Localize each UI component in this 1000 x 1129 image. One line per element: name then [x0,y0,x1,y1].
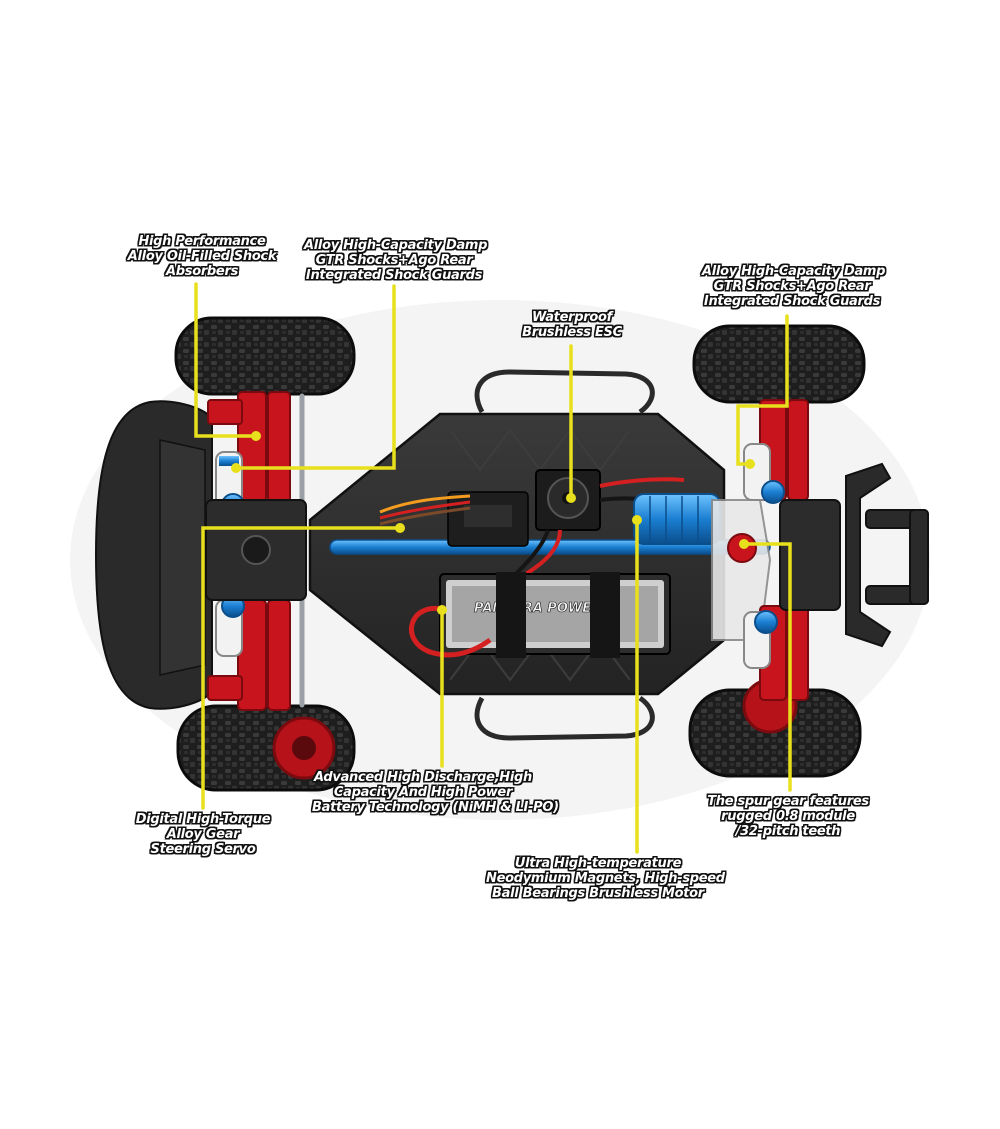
rear-bulkhead [779,499,841,611]
callout-line: Capacity And High Power [333,785,513,800]
callout-line: Ultra High-temperature [514,856,682,871]
body-post-top [474,369,655,415]
callout-motor: Ultra High-temperature Neodymium Magnets… [486,856,725,901]
callout-front-shocks: Alloy High-Capacity Damp GTR Shocks+Ago … [304,238,488,283]
callout-line: GTR Shocks+Ago Rear [713,279,871,294]
callout-shock-absorbers: High Performance Alloy Oil-Filled Shock … [122,234,282,279]
callout-servo: Digital High-Torque Alloy Gear Steering … [128,812,278,857]
callout-line: Integrated Shock Guards [703,294,881,309]
leader-lines [194,282,792,854]
leader-dots [231,431,755,615]
callout-battery: Advanced High Discharge,High Capacity An… [312,770,559,815]
leader-shock-absorbers [194,282,258,438]
callout-line: Absorbers [165,264,239,279]
callout-line: Brushless ESC [522,325,622,340]
front-left-tire [174,316,356,396]
front-suspension-red [207,391,291,711]
callout-line: Steering Servo [150,842,256,857]
callout-line: Ball Bearings Brushless Motor [492,886,704,901]
front-shock-bottom [215,594,245,657]
leader-rear-shocks [736,314,789,466]
body-post-bottom [474,695,655,741]
callout-spur-gear: The spur gear features rugged 0.8 module… [706,794,870,839]
battery-strap [496,572,526,658]
servo-wires [379,494,471,526]
callout-line: Battery Technology (NiMH & LI-PO) [312,800,559,815]
battery-pack: PANTURA POWER [409,572,671,658]
brushless-motor [633,493,721,545]
rear-shock-top [743,443,785,504]
leader-spur-gear [742,542,792,792]
callout-line: Advanced High Discharge,High [314,770,532,785]
callout-line: /32-pitch teeth [735,824,841,839]
callout-line: The spur gear features [707,794,869,809]
callout-esc: Waterproof Brushless ESC [514,310,630,340]
battery-strap [590,572,620,658]
leader-servo [201,526,402,810]
callout-line: Integrated Shock Guards [305,268,483,283]
battery-brand: PANTURA POWER [474,601,601,616]
callout-line: Waterproof [532,310,612,325]
callout-line: Neodymium Magnets, High-speed [486,871,725,886]
callout-line: Digital High-Torque [135,812,271,827]
rear-shock-bottom [743,610,778,669]
rear-left-tire [692,324,866,404]
callout-line: Alloy High-Capacity Damp [304,238,488,253]
callout-line: rugged 0.8 module [721,809,855,824]
callout-line: Alloy Oil-Filled Shock [127,249,277,264]
callout-line: Alloy High-Capacity Damp [702,264,886,279]
callout-rear-shocks: Alloy High-Capacity Damp GTR Shocks+Ago … [702,264,886,309]
rear-bumper [845,462,929,648]
callout-line: Alloy Gear [166,827,240,842]
leader-front-shocks [234,284,396,470]
callout-line: GTR Shocks+Ago Rear [315,253,473,268]
callout-line: High Performance [138,234,266,249]
bumper-mount [159,439,206,676]
